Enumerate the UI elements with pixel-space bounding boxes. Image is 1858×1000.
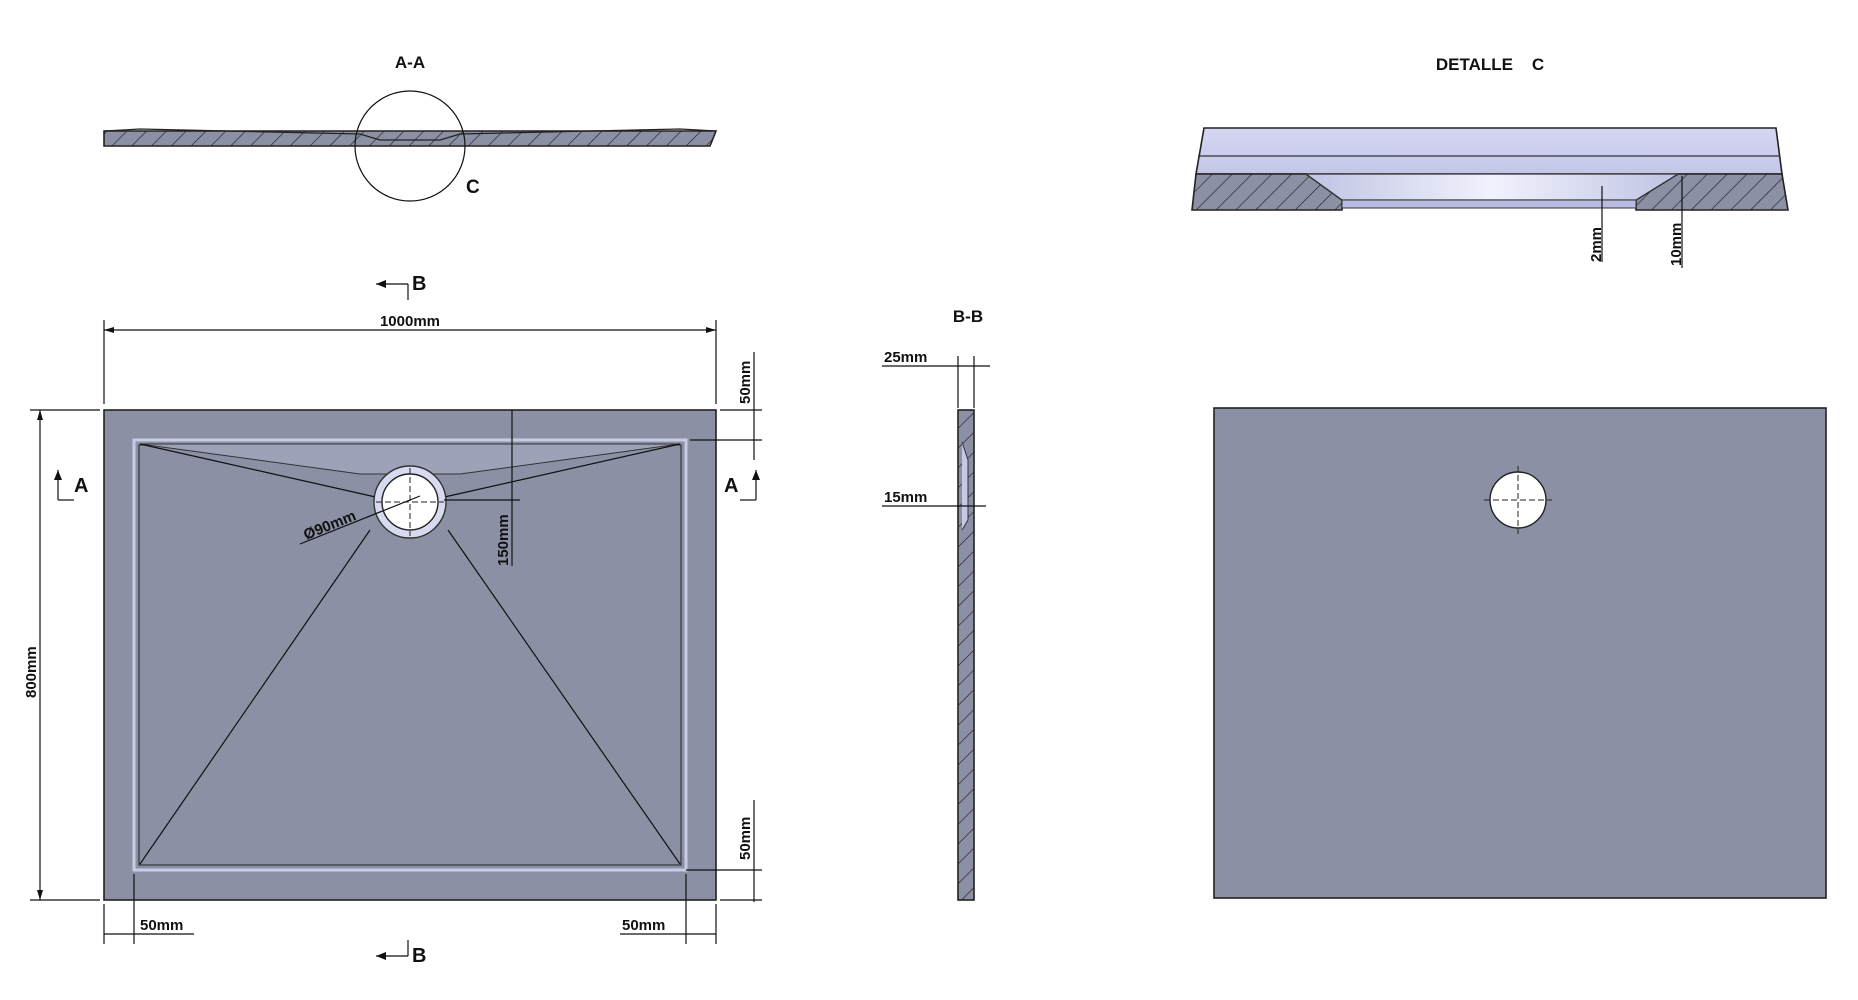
detail-c-top-face (1195, 127, 1783, 175)
section-aa-view: A-A C (103, 53, 718, 202)
section-marker-b-bottom: B (412, 945, 426, 967)
plan-dim-drain-offset: 150mm (495, 514, 512, 566)
detail-c-circle (354, 90, 466, 202)
plan-dim-length: 800mm (23, 646, 40, 698)
detail-c-view: DETALLE C 2mm 10mm (1191, 55, 1789, 268)
detail-c-marker: C (466, 177, 480, 198)
section-marker-b-top: B (412, 273, 426, 295)
plan-dim-bottom-margin: 50mm (737, 817, 754, 860)
detail-c-dim-2mm: 2mm (1588, 227, 1605, 262)
section-bb-dim-15mm: 15mm (884, 489, 927, 506)
section-aa-title: A-A (395, 53, 425, 72)
section-marker-a-right: A (724, 475, 738, 497)
section-bb-title: B-B (953, 307, 983, 326)
plan-dim-width: 1000mm (380, 313, 440, 330)
plan-tray-inner-lip (132, 438, 688, 872)
underside-view (1213, 407, 1827, 899)
plan-dim-right-margin: 50mm (622, 917, 665, 934)
section-aa-top-surface (103, 128, 717, 141)
section-aa-profile (103, 130, 718, 147)
detail-c-title: DETALLE C (1436, 55, 1544, 74)
section-bb-view: B-B 25mm 15mm (882, 307, 990, 901)
detail-c-dim-10mm: 10mm (1668, 223, 1685, 266)
plan-dim-top-margin: 50mm (737, 361, 754, 404)
section-marker-a-left: A (74, 475, 88, 497)
plan-channel-slope (139, 443, 681, 475)
section-bb-dim-25mm: 25mm (884, 349, 927, 366)
plan-view: B B A A Ø90mm (23, 273, 762, 967)
section-bb-profile (957, 409, 975, 901)
plan-dim-left-margin: 50mm (140, 917, 183, 934)
detail-c-drain-channel (1304, 173, 1681, 201)
